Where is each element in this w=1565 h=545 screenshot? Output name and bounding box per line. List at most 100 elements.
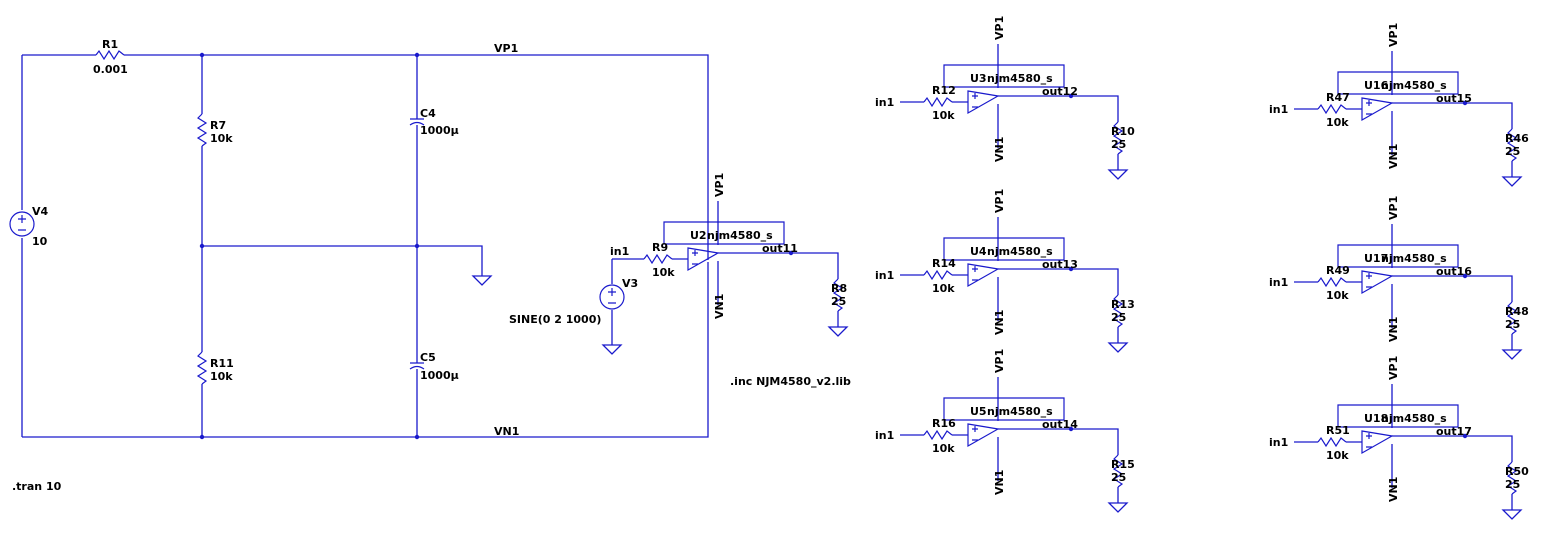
ground-symbol [1501, 349, 1523, 360]
junction-dot [788, 250, 794, 256]
wire-vp1-rail [22, 54, 709, 260]
opamp-pin-signs [692, 250, 698, 265]
net-label-vp1: VP1 [494, 42, 518, 55]
opamp-box [943, 237, 1065, 261]
load-resistor-symbol [1112, 294, 1124, 328]
ground-symbol [1107, 169, 1129, 180]
v3-value: SINE(0 2 1000) [509, 313, 601, 326]
input-resistor-ref: R12 [932, 84, 956, 97]
ground-symbol [1107, 502, 1129, 513]
c5-ref: C5 [420, 351, 436, 364]
net-label-vp: VP1 [713, 173, 726, 197]
supply-circuit: R1 0.001 R7 10k R11 10k C4 1000µ C5 1000… [9, 38, 709, 440]
junction-dot [1462, 273, 1468, 279]
directive-inc: .inc NJM4580_v2.lib [730, 375, 851, 388]
opamp-model: njm4580_s [987, 72, 1053, 85]
load-resistor-ref: R10 [1111, 125, 1135, 138]
net-label-vn: VN1 [713, 294, 726, 319]
opamp-triangle [687, 247, 720, 272]
opamp-pin-signs [972, 426, 978, 441]
r1-symbol [95, 49, 125, 61]
opamp-box [943, 64, 1065, 88]
net-label-out: out16 [1436, 265, 1472, 278]
load-resistor-ref: R13 [1111, 298, 1135, 311]
net-label-vp: VP1 [993, 16, 1006, 40]
ground-symbol [1501, 176, 1523, 187]
opamp-box [1337, 244, 1459, 268]
input-resistor-symbol [923, 429, 953, 441]
load-resistor-ref: R46 [1505, 132, 1529, 145]
v4-value: 10 [32, 235, 48, 248]
wire-output [1392, 102, 1513, 177]
load-resistor-value: 25 [1111, 138, 1126, 151]
r7-symbol [196, 113, 208, 147]
net-label-out: out12 [1042, 85, 1078, 98]
opamp-pin-signs [972, 93, 978, 108]
opamp-pin-signs [1366, 100, 1372, 115]
opamp-ref: U17 [1364, 252, 1388, 265]
input-resistor-symbol [1317, 103, 1347, 115]
input-resistor-symbol [923, 96, 953, 108]
opamp-box [1337, 404, 1459, 428]
load-resistor-value: 25 [831, 295, 846, 308]
net-label-vn: VN1 [1387, 477, 1400, 502]
opamp-ref: U5 [970, 405, 987, 418]
r11-symbol [196, 351, 208, 385]
opamp-triangle [1361, 97, 1394, 122]
input-resistor-value: 10k [932, 282, 955, 295]
opamp-model: njm4580_s [987, 245, 1053, 258]
junction-dot [199, 243, 205, 249]
input-resistor-symbol [643, 253, 673, 265]
wire-output [1392, 275, 1513, 350]
opamp-triangle [1361, 270, 1394, 295]
net-label-vn: VN1 [1387, 317, 1400, 342]
c4-value: 1000µ [420, 124, 459, 137]
input-resistor-ref: R47 [1326, 91, 1350, 104]
load-resistor-symbol [1506, 128, 1518, 162]
directive-tran: .tran 10 [12, 480, 62, 493]
opamp-triangle [967, 263, 1000, 288]
input-resistor-symbol [1317, 276, 1347, 288]
load-resistor-symbol [832, 278, 844, 312]
r7-ref: R7 [210, 119, 226, 132]
net-label-vn: VN1 [993, 470, 1006, 495]
junction-dot [414, 243, 420, 249]
load-resistor-value: 25 [1111, 311, 1126, 324]
input-resistor-ref: R16 [932, 417, 956, 430]
v3-polarity [608, 288, 616, 304]
ground-symbol [1107, 342, 1129, 353]
opamp-box [663, 221, 785, 245]
opamp-pin-signs [972, 266, 978, 281]
input-resistor-ref: R49 [1326, 264, 1350, 277]
c5-value: 1000µ [420, 369, 459, 382]
opamp-box [943, 397, 1065, 421]
input-resistor-value: 10k [1326, 289, 1349, 302]
net-label-out: out13 [1042, 258, 1078, 271]
opamp-pin-signs [1366, 433, 1372, 448]
opamp-ref: U18 [1364, 412, 1388, 425]
net-label-in: in1 [1269, 276, 1288, 289]
wire-vn1-rail [22, 262, 709, 438]
input-resistor-value: 10k [1326, 449, 1349, 462]
net-label-vp: VP1 [1387, 23, 1400, 47]
load-resistor-ref: R50 [1505, 465, 1529, 478]
net-label-vp: VP1 [993, 349, 1006, 373]
input-resistor-value: 10k [932, 109, 955, 122]
opamp-box [1337, 71, 1459, 95]
r1-value: 0.001 [93, 63, 128, 76]
net-label-in: in1 [610, 245, 629, 258]
r11-ref: R11 [210, 357, 234, 370]
junction-dot [1068, 266, 1074, 272]
net-label-out: out11 [762, 242, 798, 255]
c5-symbol [409, 362, 425, 370]
opamp-triangle [967, 90, 1000, 115]
v4-ref: V4 [32, 205, 49, 218]
